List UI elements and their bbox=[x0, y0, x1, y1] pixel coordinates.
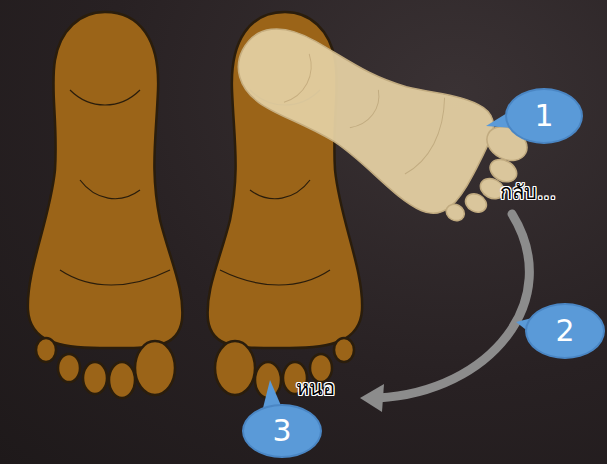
arrow-head bbox=[360, 384, 384, 412]
callout-bubble: 1 bbox=[505, 88, 583, 144]
left-sole bbox=[28, 12, 183, 398]
callout-number: 1 bbox=[534, 101, 553, 131]
curved-arrow bbox=[378, 214, 529, 398]
callout-bubble: 2 bbox=[525, 303, 605, 359]
callout-number: 3 bbox=[272, 416, 291, 446]
callout-number: 2 bbox=[555, 316, 574, 346]
annotation-text: หนอ bbox=[296, 372, 335, 404]
flipping-foot bbox=[215, 0, 538, 242]
callout-bubble: 3 bbox=[242, 404, 322, 458]
annotation-text: กลับ... bbox=[500, 176, 556, 208]
